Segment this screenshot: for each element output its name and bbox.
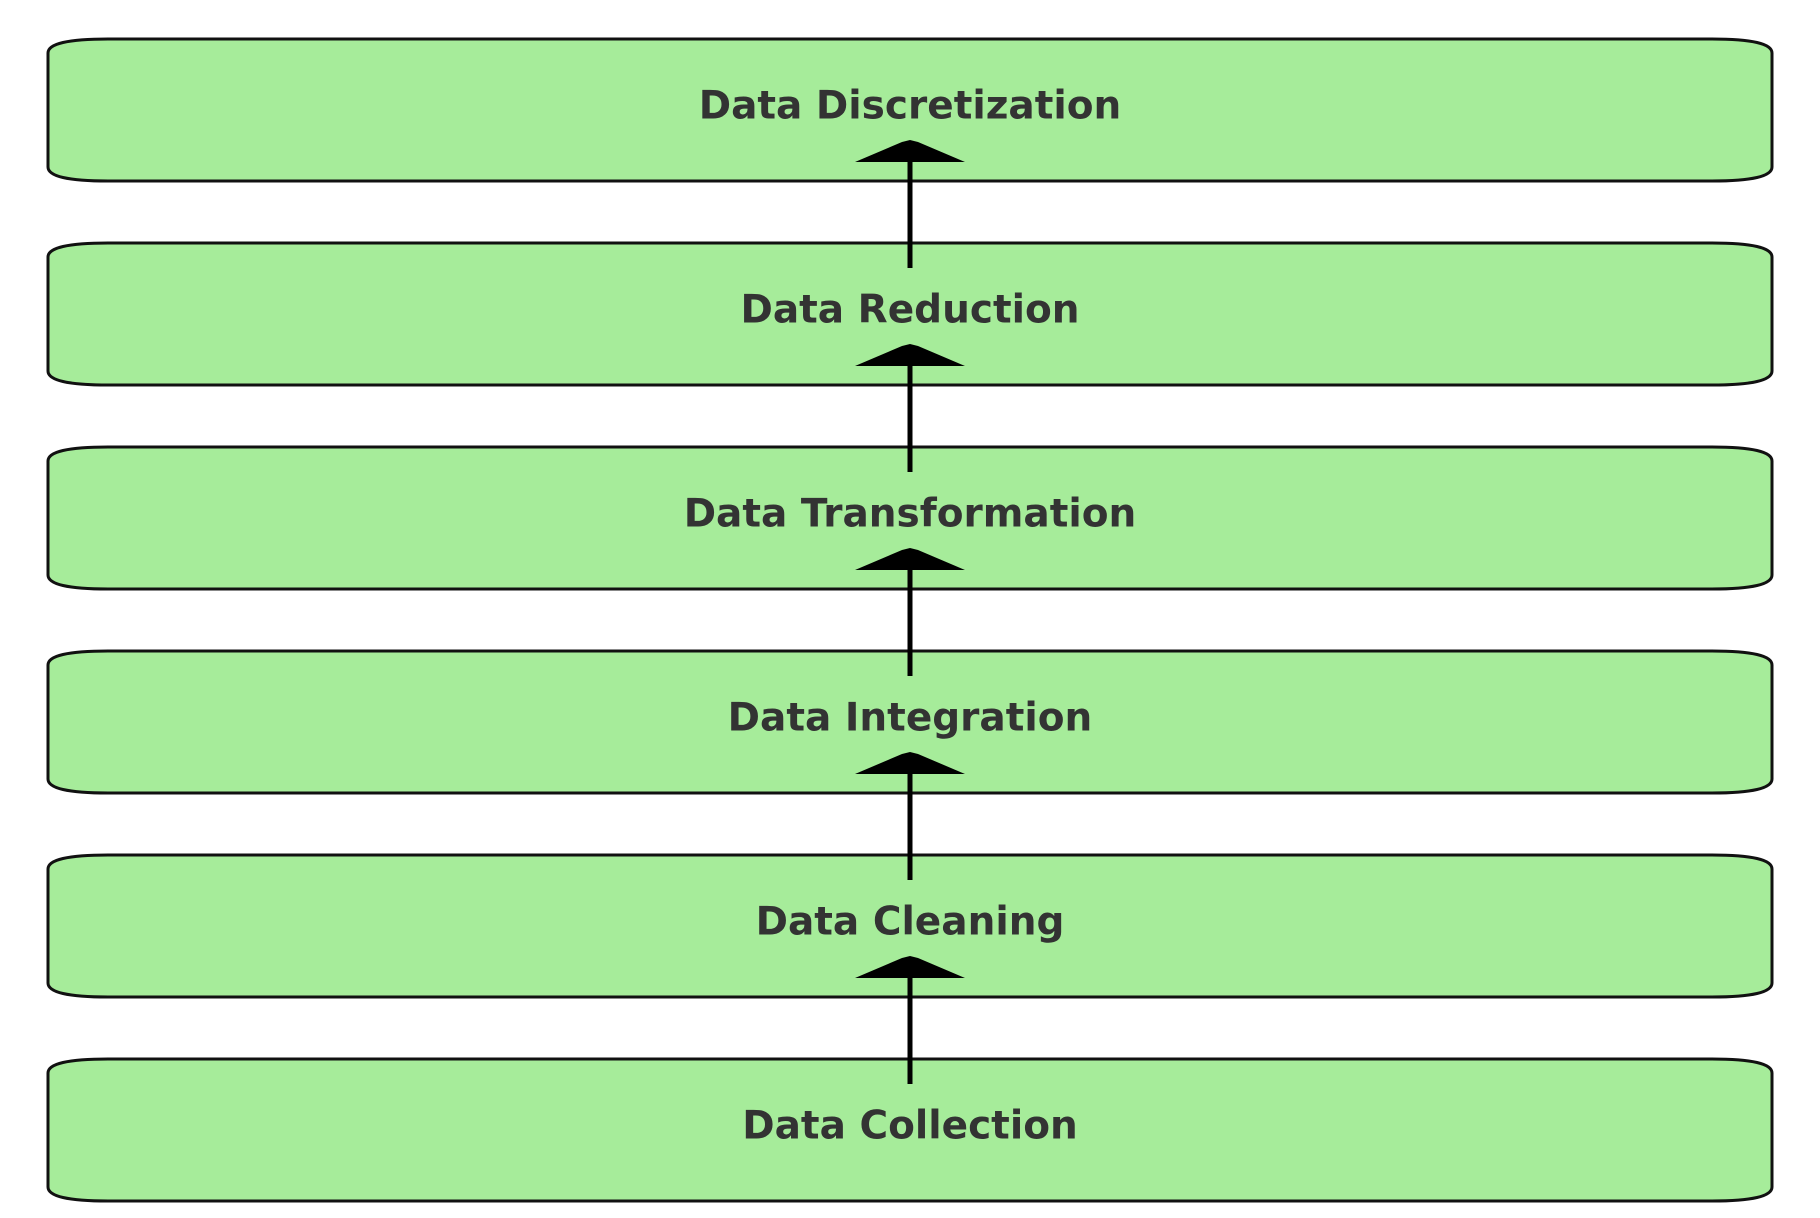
arrow-data-collection-to-data-cleaning xyxy=(855,956,965,1084)
stage-boxes xyxy=(46,37,1774,1203)
data-integration-box xyxy=(46,649,1774,795)
stage-arrows xyxy=(855,140,965,1084)
arrow-data-cleaning-to-data-integration xyxy=(855,752,965,880)
data-collection-label: Data Collection xyxy=(742,1104,1078,1149)
arrow-head xyxy=(855,548,965,570)
arrow-data-reduction-to-data-discretization xyxy=(855,140,965,268)
data-discretization-box xyxy=(46,37,1774,183)
data-collection-box xyxy=(46,1057,1774,1203)
arrow-data-transformation-to-data-reduction xyxy=(855,344,965,472)
arrow-head xyxy=(855,956,965,978)
arrow-head xyxy=(855,752,965,774)
data-discretization-label: Data Discretization xyxy=(699,84,1122,129)
data-integration-label: Data Integration xyxy=(728,696,1093,741)
data-reduction-box xyxy=(46,241,1774,387)
data-transformation-box xyxy=(46,445,1774,591)
arrow-head xyxy=(855,344,965,366)
data-transformation-label: Data Transformation xyxy=(684,492,1137,537)
arrow-head xyxy=(855,140,965,162)
arrow-data-integration-to-data-transformation xyxy=(855,548,965,676)
data-cleaning-box xyxy=(46,853,1774,999)
data-cleaning-label: Data Cleaning xyxy=(756,900,1065,945)
data-reduction-label: Data Reduction xyxy=(740,288,1079,333)
